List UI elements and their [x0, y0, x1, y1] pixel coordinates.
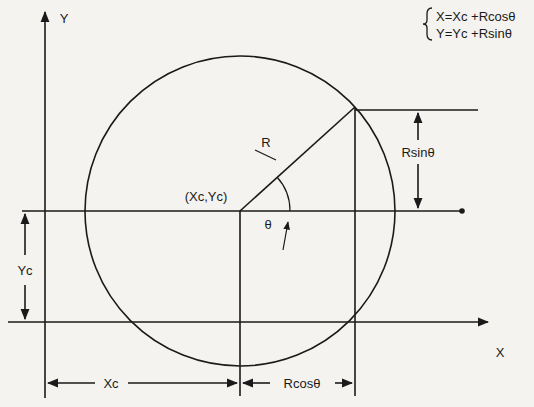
equation-line: X=Xc +Rcosθ	[434, 9, 518, 24]
axis-label: X	[494, 345, 507, 360]
radius-label: R	[259, 135, 272, 150]
angle-label: θ	[262, 217, 273, 232]
centre-label: (Xc,Yc)	[183, 189, 230, 204]
equation-line: Y=Yc +Rsinθ	[434, 26, 514, 41]
dimension-label: Xc	[101, 376, 120, 391]
axis-label: Y	[58, 11, 71, 26]
dimension-label: Rsinθ	[399, 145, 436, 160]
dimension-label: Yc	[15, 263, 34, 278]
dimension-label: Rcosθ	[282, 376, 323, 391]
